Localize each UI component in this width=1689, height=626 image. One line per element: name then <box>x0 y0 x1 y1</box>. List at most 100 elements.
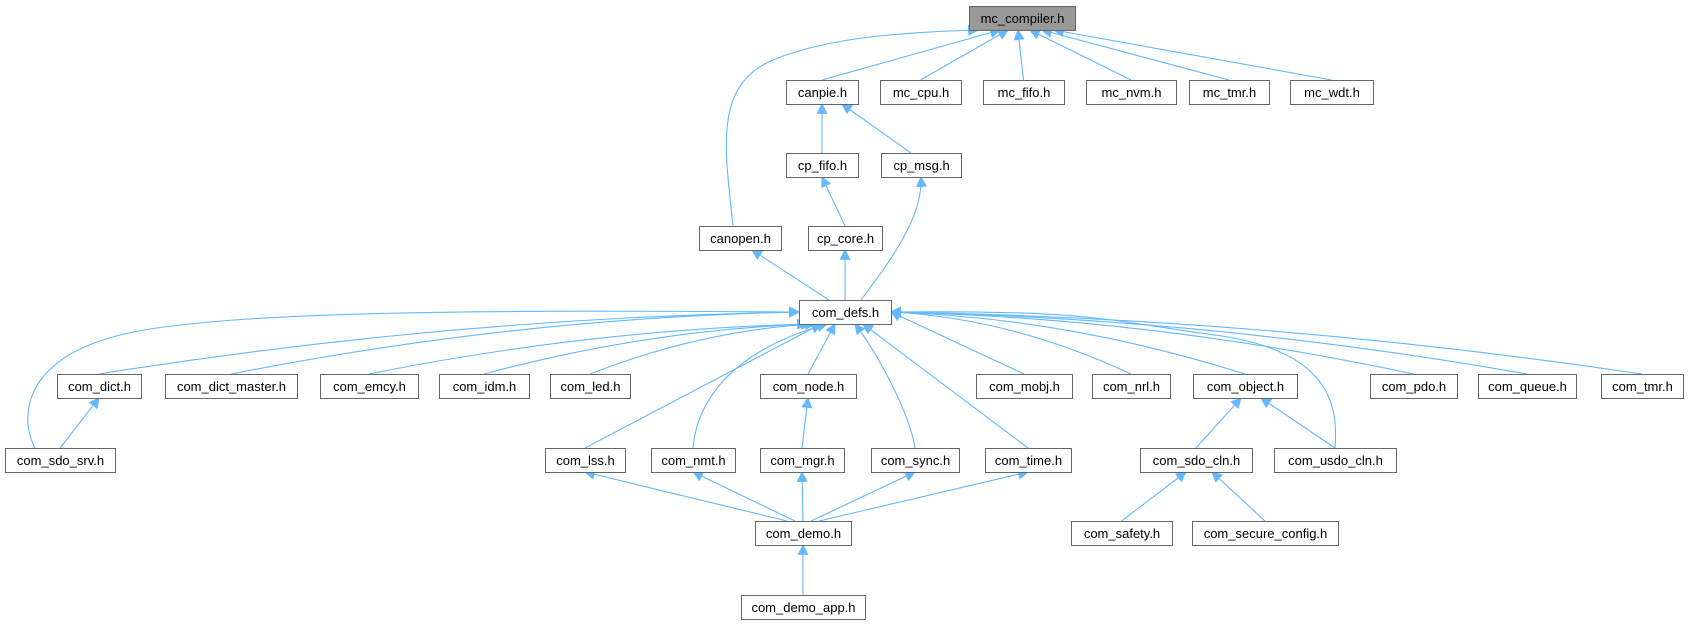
node-com_demo[interactable]: com_demo.h <box>755 521 852 546</box>
edge-com_demo-to-com_time <box>818 468 1030 522</box>
edge-com_nrl-to-com_defs <box>889 307 1132 375</box>
node-com_dict[interactable]: com_dict.h <box>57 374 142 399</box>
node-canopen[interactable]: canopen.h <box>699 226 782 251</box>
edge-com_demo-to-com_sync <box>810 471 916 522</box>
node-mc_compiler[interactable]: mc_compiler.h <box>969 6 1076 31</box>
node-com_usdo_cln[interactable]: com_usdo_cln.h <box>1274 448 1397 473</box>
edge-canpie-to-mc_compiler <box>821 27 1002 81</box>
node-com_queue[interactable]: com_queue.h <box>1478 374 1577 399</box>
node-box-mc_fifo[interactable] <box>983 80 1065 105</box>
node-com_safety[interactable]: com_safety.h <box>1071 521 1173 546</box>
node-com_defs[interactable]: com_defs.h <box>799 300 892 325</box>
node-mc_fifo[interactable]: mc_fifo.h <box>983 80 1065 105</box>
node-box-com_dict[interactable] <box>57 374 142 399</box>
node-com_nrl[interactable]: com_nrl.h <box>1092 374 1171 399</box>
node-box-cp_msg[interactable] <box>881 153 962 178</box>
node-com_object[interactable]: com_object.h <box>1193 374 1298 399</box>
edge-com_demo-to-com_nmt <box>692 471 796 522</box>
edge-com_secure_config-to-com_sdo_cln <box>1211 471 1266 522</box>
node-com_mobj[interactable]: com_mobj.h <box>976 374 1073 399</box>
node-box-com_dict_master[interactable] <box>165 374 298 399</box>
node-label-com_nmt: com_nmt.h <box>661 453 725 468</box>
node-cp_msg[interactable]: cp_msg.h <box>881 153 962 178</box>
edge-com_pdo-to-com_defs <box>889 306 1414 375</box>
node-com_time[interactable]: com_time.h <box>985 448 1072 473</box>
node-canpie[interactable]: canpie.h <box>786 80 859 105</box>
node-box-cp_fifo[interactable] <box>786 153 859 178</box>
node-box-com_pdo[interactable] <box>1370 374 1458 399</box>
node-box-canopen[interactable] <box>699 226 782 251</box>
node-box-com_sdo_cln[interactable] <box>1140 448 1253 473</box>
node-box-mc_compiler[interactable] <box>969 6 1076 31</box>
node-label-com_dict_master: com_dict_master.h <box>177 379 286 394</box>
edge-mc_fifo-to-mc_compiler <box>1013 28 1025 81</box>
node-box-com_node[interactable] <box>760 374 857 399</box>
edge-com_usdo_cln-to-com_object <box>1260 397 1336 449</box>
node-com_demo_app[interactable]: com_demo_app.h <box>741 595 866 620</box>
node-box-com_tmr[interactable] <box>1601 374 1684 399</box>
node-cp_fifo[interactable]: cp_fifo.h <box>786 153 859 178</box>
node-box-com_safety[interactable] <box>1071 521 1173 546</box>
node-box-com_usdo_cln[interactable] <box>1274 448 1397 473</box>
node-com_tmr[interactable]: com_tmr.h <box>1601 374 1684 399</box>
node-com_mgr[interactable]: com_mgr.h <box>760 448 845 473</box>
node-box-com_sdo_srv[interactable] <box>5 448 116 473</box>
edge-com_object-to-com_defs <box>889 306 1246 375</box>
node-label-mc_cpu: mc_cpu.h <box>893 85 949 100</box>
node-label-com_node: com_node.h <box>773 379 845 394</box>
node-com_lss[interactable]: com_lss.h <box>545 448 626 473</box>
node-box-com_object[interactable] <box>1193 374 1298 399</box>
node-box-mc_cpu[interactable] <box>880 80 962 105</box>
edge-com_defs-to-canopen <box>751 249 830 301</box>
node-com_led[interactable]: com_led.h <box>550 374 631 399</box>
node-box-com_led[interactable] <box>550 374 631 399</box>
node-label-mc_nvm: mc_nvm.h <box>1102 85 1162 100</box>
node-com_sdo_cln[interactable]: com_sdo_cln.h <box>1140 448 1253 473</box>
node-com_sdo_srv[interactable]: com_sdo_srv.h <box>5 448 116 473</box>
node-box-com_demo_app[interactable] <box>741 595 866 620</box>
node-com_pdo[interactable]: com_pdo.h <box>1370 374 1458 399</box>
edge-com_demo-to-com_lss <box>583 468 788 522</box>
node-box-canpie[interactable] <box>786 80 859 105</box>
edge-mc_wdt-to-mc_compiler <box>1052 26 1332 81</box>
node-com_emcy[interactable]: com_emcy.h <box>320 374 419 399</box>
node-com_idm[interactable]: com_idm.h <box>439 374 530 399</box>
node-mc_nvm[interactable]: mc_nvm.h <box>1086 80 1177 105</box>
node-box-com_defs[interactable] <box>799 300 892 325</box>
node-box-com_secure_config[interactable] <box>1192 521 1339 546</box>
node-box-com_emcy[interactable] <box>320 374 419 399</box>
node-box-cp_core[interactable] <box>808 226 883 251</box>
node-box-com_nrl[interactable] <box>1092 374 1171 399</box>
node-label-com_led: com_led.h <box>561 379 621 394</box>
node-com_dict_master[interactable]: com_dict_master.h <box>165 374 298 399</box>
node-com_secure_config[interactable]: com_secure_config.h <box>1192 521 1339 546</box>
node-label-com_nrl: com_nrl.h <box>1103 379 1160 394</box>
node-label-com_secure_config: com_secure_config.h <box>1204 526 1328 541</box>
node-mc_wdt[interactable]: mc_wdt.h <box>1290 80 1374 105</box>
node-box-com_idm[interactable] <box>439 374 530 399</box>
node-box-com_demo[interactable] <box>755 521 852 546</box>
node-box-com_queue[interactable] <box>1478 374 1577 399</box>
node-com_node[interactable]: com_node.h <box>760 374 857 399</box>
node-box-mc_nvm[interactable] <box>1086 80 1177 105</box>
edge-com_lss-to-com_defs <box>584 323 822 449</box>
node-box-com_mobj[interactable] <box>976 374 1073 399</box>
node-mc_cpu[interactable]: mc_cpu.h <box>880 80 962 105</box>
node-label-com_sync: com_sync.h <box>881 453 950 468</box>
node-box-com_sync[interactable] <box>871 448 960 473</box>
node-box-mc_tmr[interactable] <box>1189 80 1270 105</box>
edge-com_usdo_cln-to-com_defs <box>889 306 1337 449</box>
node-label-com_pdo: com_pdo.h <box>1382 379 1446 394</box>
node-label-com_mobj: com_mobj.h <box>989 379 1060 394</box>
node-box-com_lss[interactable] <box>545 448 626 473</box>
node-cp_core[interactable]: cp_core.h <box>808 226 883 251</box>
node-box-com_mgr[interactable] <box>760 448 845 473</box>
node-com_nmt[interactable]: com_nmt.h <box>651 448 736 473</box>
node-box-mc_wdt[interactable] <box>1290 80 1374 105</box>
node-mc_tmr[interactable]: mc_tmr.h <box>1189 80 1270 105</box>
node-box-com_time[interactable] <box>985 448 1072 473</box>
node-box-com_nmt[interactable] <box>651 448 736 473</box>
node-com_sync[interactable]: com_sync.h <box>871 448 960 473</box>
edge-com_emcy-to-com_defs <box>368 318 809 375</box>
